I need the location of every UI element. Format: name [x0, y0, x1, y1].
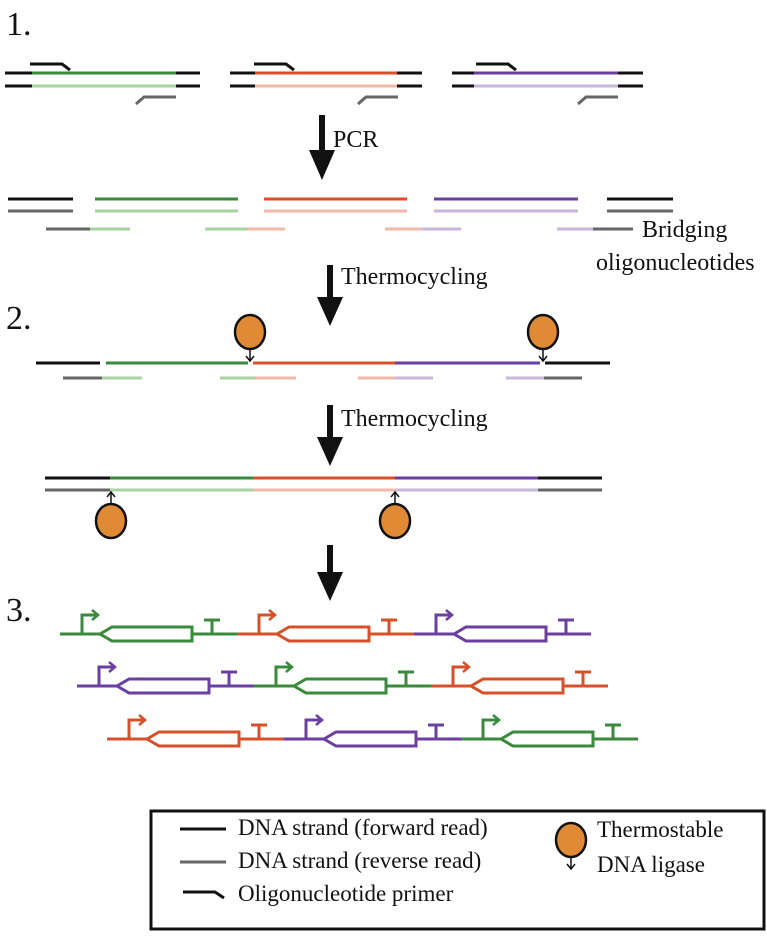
terminator-icon: [428, 723, 444, 739]
legend-reverse-label: DNA strand (reverse read): [238, 848, 482, 873]
promoter-icon: [97, 665, 114, 686]
ligase-icon: [554, 821, 588, 871]
bridging-label-line2: oligonucleotides: [596, 250, 755, 276]
terminator-icon: [381, 618, 397, 634]
annealed-assembly-1: [36, 361, 610, 380]
terminator-icon: [221, 670, 237, 686]
constructs: [60, 609, 638, 748]
coding-sequence-icon: [97, 625, 194, 643]
primer-reverse-icon: [357, 95, 398, 106]
gene-cassette-purple: [77, 661, 254, 695]
legend-primer-label: Oligonucleotide primer: [238, 881, 454, 906]
ligated-assembly: [45, 476, 602, 492]
pcr-products: [8, 197, 673, 213]
ligase-icon: [526, 313, 560, 363]
step-2-label: 2.: [6, 300, 32, 337]
promoter-icon: [257, 613, 274, 634]
thermocycling-label-2: Thermocycling: [341, 406, 488, 432]
bridging-label-line1: Bridging: [642, 217, 728, 243]
gene-cassette-green: [60, 609, 237, 643]
arrow-down-icon: [317, 405, 343, 466]
arrow-down-icon: [309, 115, 335, 180]
arrow-down-icon: [317, 545, 343, 601]
terminator-icon: [575, 670, 591, 686]
primer-icon: [183, 890, 225, 900]
gene-cassette-orange: [431, 661, 608, 695]
legend-forward-label: DNA strand (forward read): [238, 815, 488, 840]
terminator-icon: [605, 723, 621, 739]
primer-reverse-icon: [135, 95, 176, 106]
ligase-icon: [233, 313, 267, 363]
template-green: [5, 62, 200, 106]
gene-cassette-purple: [284, 714, 461, 748]
ligase-icon: [378, 490, 412, 540]
promoter-icon: [80, 613, 97, 634]
coding-sequence-icon: [451, 625, 548, 643]
terminator-icon: [204, 618, 220, 634]
promoter-icon: [304, 718, 321, 739]
step-3-label: 3.: [6, 592, 32, 629]
coding-sequence-icon: [114, 677, 211, 695]
coding-sequence-icon: [498, 730, 595, 748]
step-1-label: 1.: [6, 6, 32, 43]
ligase-icon: [94, 490, 128, 540]
template-orange: [230, 62, 422, 106]
terminator-icon: [398, 670, 414, 686]
coding-sequence-icon: [144, 730, 241, 748]
promoter-icon: [481, 718, 498, 739]
coding-sequence-icon: [321, 730, 418, 748]
template-purple: [452, 62, 643, 106]
legend-box: [149, 809, 766, 931]
coding-sequence-icon: [468, 677, 565, 695]
legend-ligase-label-1: Thermostable: [597, 817, 724, 842]
gene-cassette-green: [254, 661, 431, 695]
gene-cassette-orange: [107, 714, 284, 748]
pcr-label: PCR: [333, 127, 379, 153]
gene-cassette-purple: [414, 609, 591, 643]
terminator-icon: [558, 618, 574, 634]
primer-forward-icon: [254, 62, 295, 72]
promoter-icon: [127, 718, 144, 739]
coding-sequence-icon: [274, 625, 371, 643]
promoter-icon: [434, 613, 451, 634]
thermocycling-label-1: Thermocycling: [341, 264, 488, 290]
gene-cassette-green: [461, 714, 638, 748]
coding-sequence-icon: [291, 677, 388, 695]
terminator-icon: [251, 723, 267, 739]
legend-ligase-label-2: DNA ligase: [597, 852, 705, 877]
promoter-icon: [274, 665, 291, 686]
promoter-icon: [451, 665, 468, 686]
arrow-down-icon: [317, 265, 343, 326]
primer-forward-icon: [30, 62, 71, 72]
primer-forward-icon: [476, 62, 517, 72]
gene-cassette-orange: [237, 609, 414, 643]
primer-reverse-icon: [577, 95, 618, 106]
